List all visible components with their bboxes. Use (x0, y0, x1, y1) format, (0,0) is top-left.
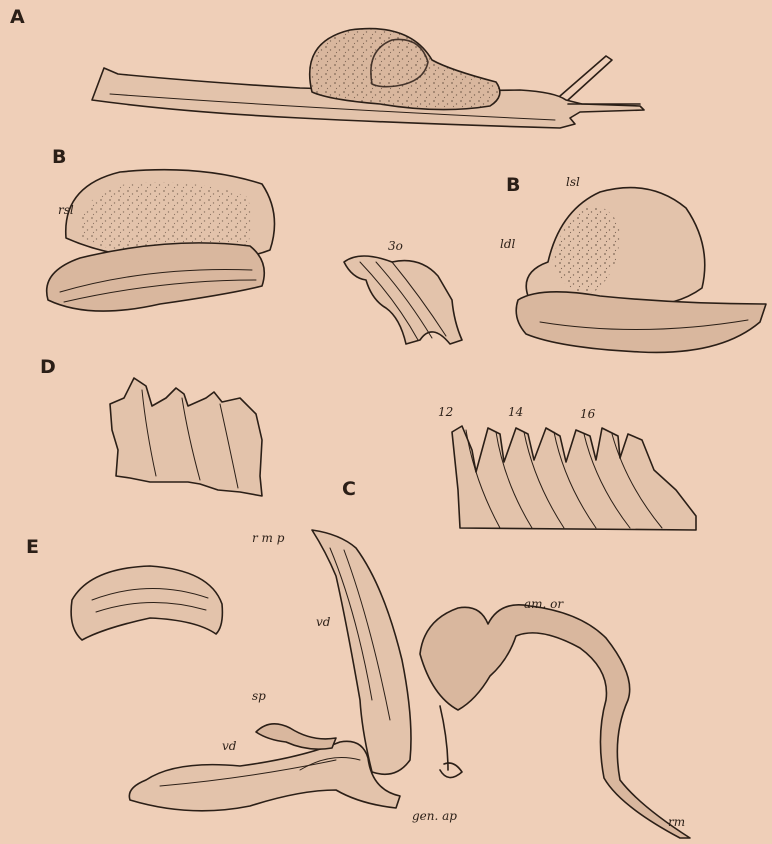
radula-teeth-d (110, 378, 262, 496)
snail-figure (92, 29, 644, 128)
annotation-ldl: ldl (500, 238, 515, 250)
radula-teeth-row (452, 426, 696, 530)
annotation-rmp: r m p (252, 532, 284, 544)
figure-label-a: A (10, 8, 25, 27)
head-lobes-figure-left (47, 170, 275, 311)
figure-label-e: E (26, 538, 39, 557)
annotation-rm: rm (668, 816, 685, 828)
annotation-tooth-16: 16 (580, 408, 595, 420)
jaw-figure (71, 566, 222, 640)
figure-label-c: C (342, 480, 356, 499)
figure-label-b-right: B (506, 176, 520, 195)
annotation-tooth-12: 12 (438, 406, 453, 418)
figure-label-d: D (40, 358, 56, 377)
figure-label-b-left: B (52, 148, 66, 167)
annotation-lsl: lsl (566, 176, 580, 188)
annotation-gen-ap: gen. ap (412, 810, 457, 822)
annotation-tooth-14: 14 (508, 406, 523, 418)
annotation-sp: sp (252, 690, 266, 702)
reproductive-organs-figure (129, 530, 690, 838)
radula-tooth-30 (344, 256, 462, 344)
annotation-vd-lower: vd (222, 740, 236, 752)
annotation-am-or: am. or (524, 598, 563, 610)
annotation-rsl: rsl (58, 204, 74, 216)
annotation-vd-upper: vd (316, 616, 330, 628)
annotation-tooth-30: 3o (388, 240, 403, 252)
head-lobes-figure-right (516, 188, 766, 353)
